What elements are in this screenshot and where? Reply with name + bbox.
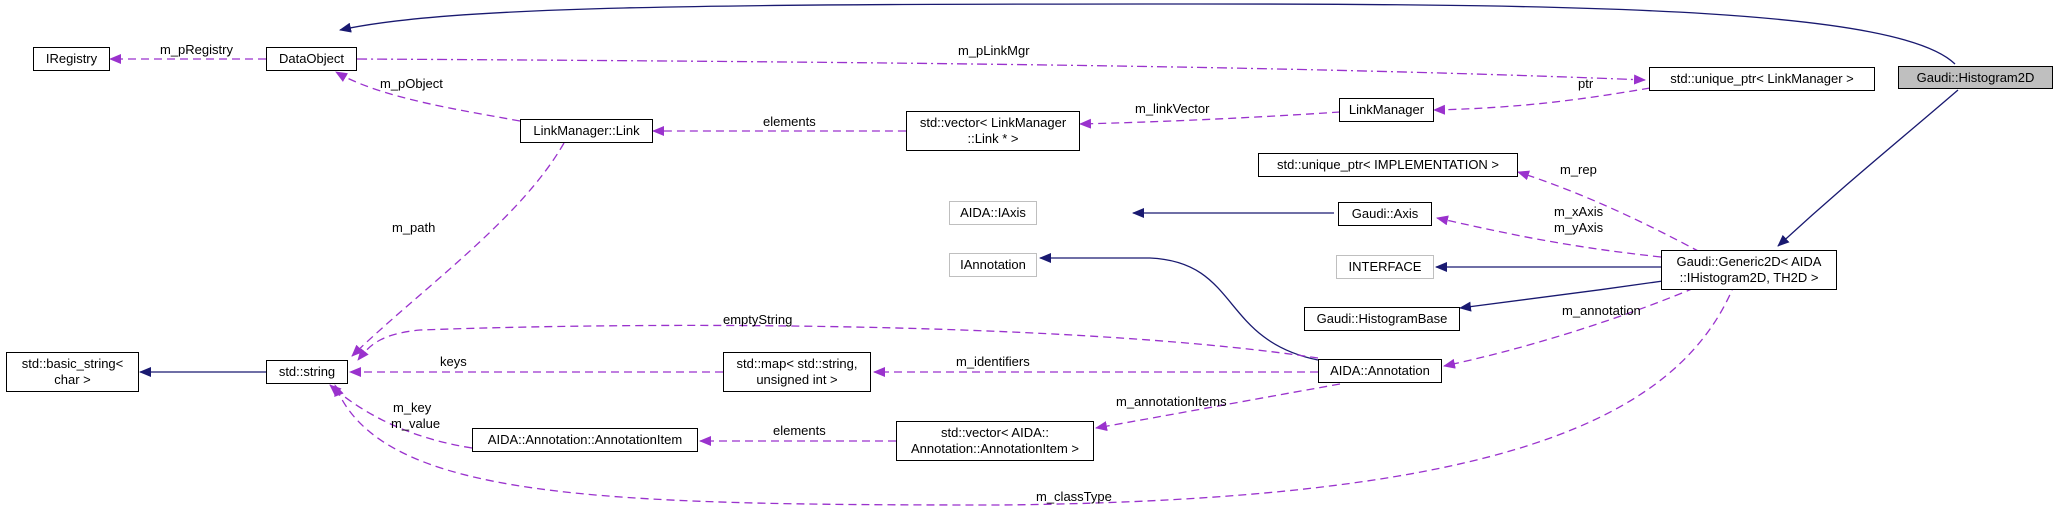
edge-dataobject-uniqueptr bbox=[356, 58, 1646, 85]
edge-generic2d-uniqueptrimpl bbox=[1517, 170, 1701, 253]
label-m-annotationitems: m_annotationItems bbox=[1116, 394, 1227, 409]
node-aida-iaxis[interactable]: AIDA::IAxis bbox=[949, 201, 1037, 225]
edge-annotation-iannotation bbox=[1039, 253, 1319, 361]
edge-histogram2d-generic2d bbox=[1777, 89, 1959, 247]
label-ptr: ptr bbox=[1578, 76, 1594, 91]
node-iregistry[interactable]: IRegistry bbox=[33, 47, 110, 71]
edge-link-string bbox=[351, 142, 565, 357]
label-m-rep: m_rep bbox=[1560, 162, 1597, 177]
node-gaudi-generic2d[interactable]: Gaudi::Generic2D< AIDA ::IHistogram2D, T… bbox=[1661, 250, 1837, 290]
node-std-string[interactable]: std::string bbox=[266, 360, 348, 384]
edge-annotation-string-emptystring bbox=[357, 324, 1319, 361]
label-m-linkvector: m_linkVector bbox=[1135, 101, 1210, 116]
node-vector-annotationitem[interactable]: std::vector< AIDA:: Annotation::Annotati… bbox=[896, 421, 1094, 461]
edge-uniqueptr-linkmanager bbox=[1433, 87, 1651, 115]
node-linkmanager[interactable]: LinkManager bbox=[1339, 98, 1434, 122]
node-gaudi-histogrambase[interactable]: Gaudi::HistogramBase bbox=[1304, 307, 1460, 331]
node-std-basic-string[interactable]: std::basic_string< char > bbox=[6, 352, 139, 392]
label-m-path: m_path bbox=[392, 220, 435, 235]
label-emptystring: emptyString bbox=[723, 312, 792, 327]
edge-link-dataobject bbox=[335, 71, 521, 122]
edge-generic2d-axis bbox=[1436, 215, 1662, 258]
label-elements-item: elements bbox=[773, 423, 826, 438]
node-iannotation[interactable]: IAnnotation bbox=[949, 253, 1037, 277]
label-m-key: m_key bbox=[393, 400, 432, 415]
edge-generic2d-annotation bbox=[1443, 282, 1707, 369]
label-m-pobject: m_pObject bbox=[380, 76, 443, 91]
node-linkmanager-link[interactable]: LinkManager::Link bbox=[520, 119, 653, 143]
node-unique-ptr-linkmanager[interactable]: std::unique_ptr< LinkManager > bbox=[1649, 67, 1875, 91]
label-m-pregistry: m_pRegistry bbox=[160, 42, 233, 57]
edge-annotation-vectoritem bbox=[1095, 383, 1341, 432]
label-m-yaxis: m_yAxis bbox=[1554, 220, 1604, 235]
node-interface[interactable]: INTERFACE bbox=[1336, 255, 1434, 279]
label-m-value: m_value bbox=[391, 416, 440, 431]
edge-linkmanager-vector bbox=[1079, 111, 1341, 129]
label-m-classtype: m_classType bbox=[1036, 489, 1112, 504]
node-aida-annotation[interactable]: AIDA::Annotation bbox=[1318, 359, 1442, 383]
node-dataobject[interactable]: DataObject bbox=[266, 47, 357, 71]
edge-annotationitem-string bbox=[329, 384, 473, 449]
edge-generic2d-histogrambase bbox=[1459, 279, 1671, 312]
label-m-annotation: m_annotation bbox=[1562, 303, 1641, 318]
node-gaudi-axis[interactable]: Gaudi::Axis bbox=[1338, 202, 1432, 226]
node-std-map[interactable]: std::map< std::string, unsigned int > bbox=[723, 352, 871, 392]
label-m-identifiers: m_identifiers bbox=[956, 354, 1030, 369]
edge-histogram2d-dataobject bbox=[339, 3, 1956, 65]
node-gaudi-histogram2d[interactable]: Gaudi::Histogram2D bbox=[1898, 66, 2053, 89]
label-elements-link: elements bbox=[763, 114, 816, 129]
node-vector-linkmanager-link[interactable]: std::vector< LinkManager ::Link * > bbox=[906, 111, 1080, 151]
label-m-xaxis: m_xAxis bbox=[1554, 204, 1604, 219]
node-unique-ptr-implementation[interactable]: std::unique_ptr< IMPLEMENTATION > bbox=[1258, 153, 1518, 177]
label-keys: keys bbox=[440, 354, 467, 369]
node-annotation-annotationitem[interactable]: AIDA::Annotation::AnnotationItem bbox=[472, 428, 698, 452]
edge-generic2d-string-classtype bbox=[334, 282, 1736, 506]
label-m-plinkmgr: m_pLinkMgr bbox=[958, 43, 1030, 58]
